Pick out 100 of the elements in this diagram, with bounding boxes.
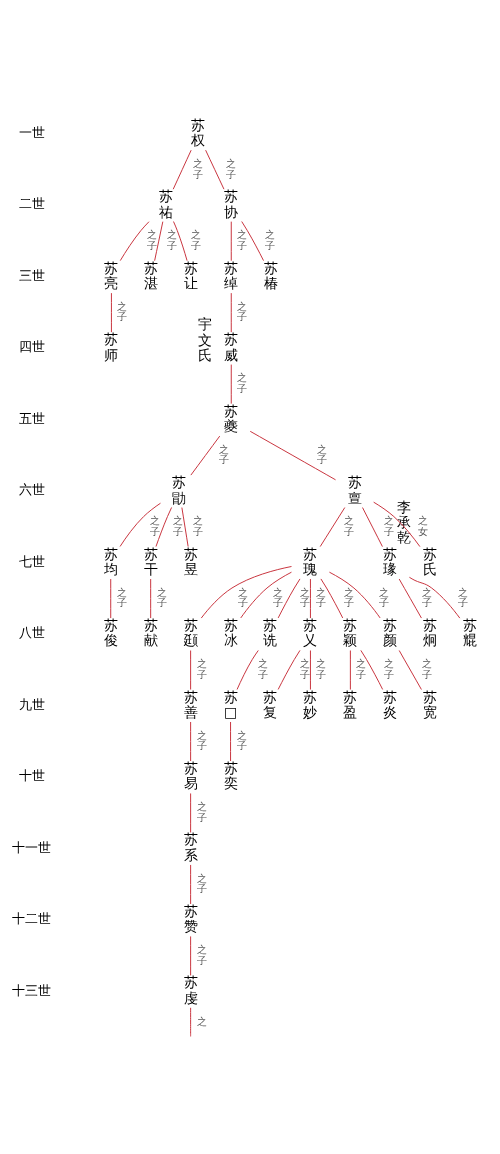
edge-label: 之子 (383, 657, 394, 680)
edge-label: 之子 (237, 228, 248, 251)
node-text: 苏师 (104, 330, 119, 363)
node-text: 苏炎 (383, 688, 398, 720)
edge-label: 之子 (193, 157, 204, 180)
node-text: 苏□ (223, 688, 238, 720)
node-text: 苏让 (184, 259, 199, 291)
connector (230, 292, 232, 333)
node-text: 苏赞 (183, 902, 198, 934)
connector (309, 578, 311, 619)
node-text: 苏昱 (183, 545, 198, 577)
connector (190, 792, 192, 833)
edge-label: 之子 (300, 586, 311, 608)
label: 十二世 (12, 910, 52, 926)
edge-label: 之子 (300, 657, 311, 680)
edge-label: 之子 (421, 657, 432, 680)
connector (360, 649, 384, 690)
node-text: 苏祐 (159, 187, 174, 220)
edge-label: 之子 (258, 657, 269, 680)
connector (190, 649, 192, 690)
edge-label: 之子 (237, 300, 248, 322)
label: 十世 (18, 767, 45, 783)
node-text: 苏瑑 (383, 545, 398, 577)
edge-label: 之子 (265, 228, 276, 251)
node-text: 苏夔 (224, 402, 239, 434)
edge-label: 之子 (226, 157, 236, 180)
node-text: 苏权 (191, 116, 206, 148)
edge-label: 之子 (149, 514, 160, 537)
edge-label: 之子 (457, 586, 468, 608)
edge-label: 之子 (272, 586, 283, 608)
edge-label: 之子 (173, 514, 184, 537)
connector (309, 649, 311, 690)
connector (319, 506, 346, 547)
label: 七世 (18, 553, 45, 569)
label: 一世 (18, 124, 45, 140)
edge-label: 之子 (196, 800, 207, 823)
node-text: 苏尡 (463, 616, 478, 648)
connector (190, 721, 192, 761)
node-text: 苏勖 (172, 473, 187, 506)
connector (155, 506, 173, 547)
node-text: 苏复 (263, 688, 278, 720)
node-text: 苏虔 (183, 973, 198, 1006)
node-text: 苏冰 (223, 616, 238, 648)
node-text: 苏奕 (223, 759, 238, 791)
node-text: 苏绰 (224, 259, 239, 291)
connector (150, 578, 152, 619)
label: 十一世 (12, 839, 52, 855)
node-text: 苏妙 (303, 688, 318, 720)
connector (119, 502, 161, 547)
edge-label: 之子 (193, 514, 204, 537)
node-text: 苏椿 (264, 259, 279, 291)
node-text: 苏宽 (423, 688, 438, 720)
edge-label: 之子 (316, 657, 327, 680)
node-text: 苏俊 (103, 616, 118, 648)
node-text: 苏炯 (423, 616, 438, 648)
edge-label: 之子 (146, 228, 157, 251)
edge-label: 之子 (316, 586, 327, 608)
edge-label: 之子 (167, 228, 178, 251)
connector (181, 506, 189, 547)
connector (119, 220, 150, 261)
connector (362, 506, 383, 547)
edge-label: 之子 (237, 371, 248, 394)
label: 九世 (18, 696, 45, 712)
node-text: 苏干 (143, 545, 158, 577)
connector (110, 292, 112, 333)
connector (230, 220, 232, 261)
connector (320, 577, 344, 618)
connector (190, 435, 221, 476)
label: 十三世 (12, 982, 52, 998)
edge-label: 之子 (156, 586, 167, 608)
node-text: 苏系 (183, 830, 198, 863)
node-text: 苏均 (103, 545, 118, 577)
node-text: 苏威 (224, 330, 239, 363)
node-label: 李承乾 (396, 498, 411, 545)
node-text: 苏协 (224, 187, 239, 220)
connector (190, 863, 192, 904)
connector (154, 220, 164, 261)
label: 三世 (18, 267, 45, 283)
label: 六世 (18, 481, 45, 497)
connector (236, 649, 259, 690)
label: 八世 (18, 624, 45, 640)
edge-label: 之子 (383, 514, 394, 537)
edge-label: 之子 (421, 586, 432, 608)
node-text: 苏亮 (104, 259, 119, 291)
edge-label: 之子 (196, 943, 207, 966)
edge-label: 之子 (218, 443, 229, 465)
connector (240, 571, 292, 618)
connector (349, 649, 351, 690)
edge-label: 之子 (317, 443, 328, 465)
node-text: 苏氏 (423, 545, 438, 577)
connector (249, 430, 337, 480)
node-text: 苏善 (183, 688, 198, 720)
connector (241, 220, 264, 261)
edge-label: 之子 (237, 586, 248, 608)
connector (110, 578, 112, 619)
node-text: 苏颋 (183, 616, 198, 648)
edge-label: 之子 (117, 300, 128, 322)
connector (190, 1006, 192, 1037)
connector (277, 649, 301, 690)
connector (172, 149, 192, 190)
